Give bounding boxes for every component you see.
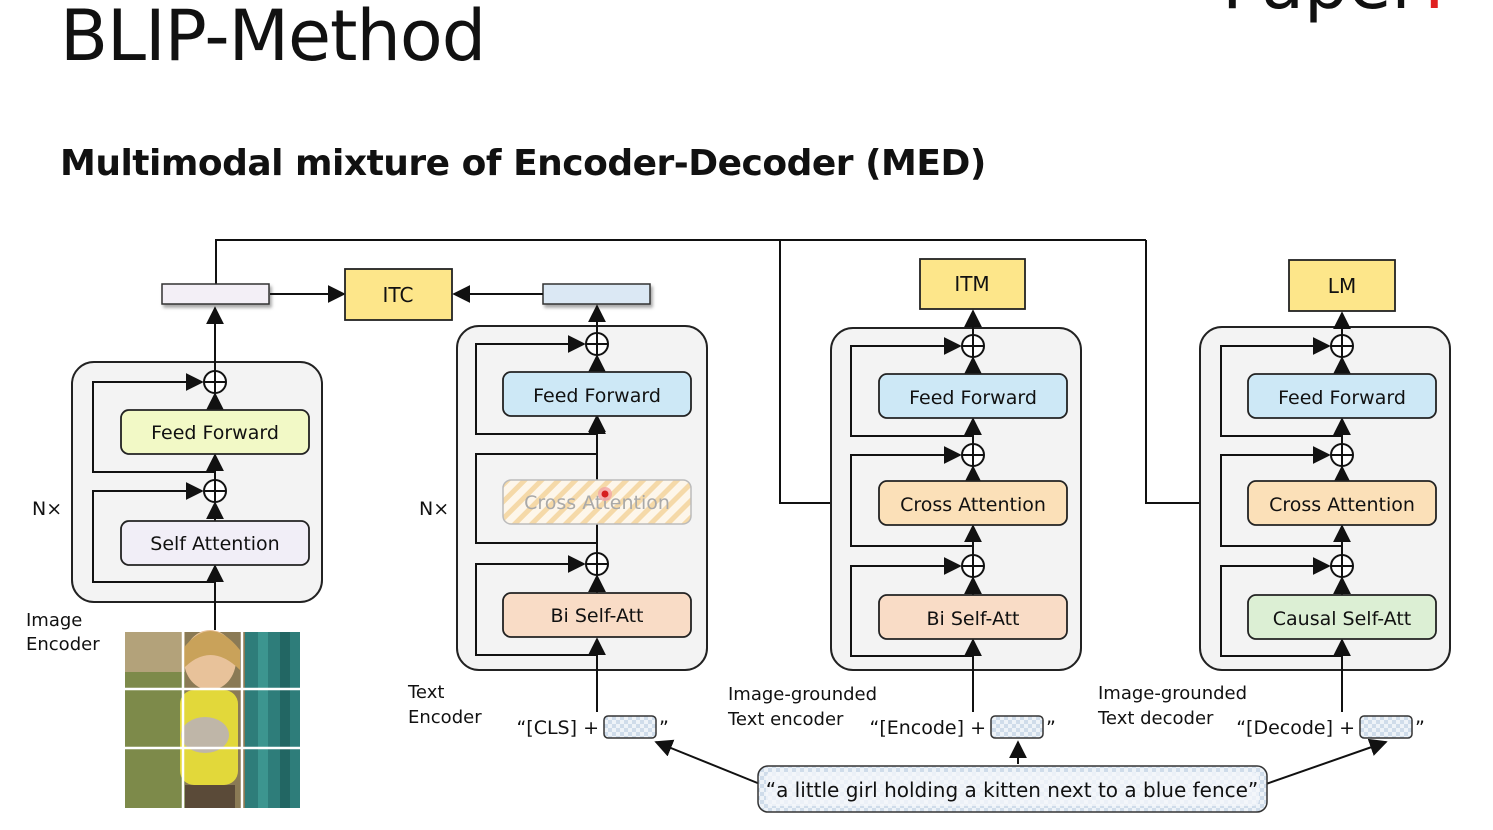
image-feed-forward-block (120, 409, 310, 455)
text-bi-self-att-label: Bi Self-Att (550, 605, 643, 627)
lm-label: LM (1328, 274, 1356, 298)
text-encoder-label-line2: Encoder (408, 707, 482, 728)
text-feed-forward-label: Feed Forward (533, 385, 661, 407)
grounded-encoder-feed-forward-label: Feed Forward (909, 387, 1037, 409)
grounded-encoder-input: “[Encode] + (870, 717, 987, 739)
caption-text: “a little girl holding a kitten next to … (766, 778, 1259, 802)
image-encoder-repeat-label: N× (32, 498, 62, 520)
lm-objective (1288, 259, 1396, 312)
grounded-decoder-input: “[Decode] + (1236, 717, 1355, 739)
slide-title: BLIP-Method (60, 0, 486, 77)
grounded-decoder-label-line2: Text decoder (1097, 708, 1214, 729)
image-encoder-label-line2: Encoder (26, 634, 100, 655)
image-encoder-module (71, 361, 323, 603)
plus-node (585, 552, 609, 576)
image-self-attention-block (120, 520, 310, 566)
text-bi-self-att-block (502, 592, 692, 638)
grounded-decoder-label-line1: Image-grounded (1098, 683, 1247, 704)
plus-node (961, 334, 985, 358)
grounded-decoder-feed-forward-label: Feed Forward (1278, 387, 1406, 409)
image-grounded-text-decoder: Feed Forward Cross Attention Causal Self… (1097, 259, 1451, 739)
grounded-encoder-bi-self-att-block (878, 594, 1068, 640)
text-encoder-repeat-label: N× (419, 498, 449, 520)
image-encoder: Feed Forward Self Attention N× Image Enc… (26, 306, 323, 808)
grounded-encoder-label-line1: Image-grounded (728, 684, 877, 705)
plus-node (961, 554, 985, 578)
cursor-marker-icon (598, 487, 612, 501)
text-encoder-token-slot (603, 715, 657, 739)
image-self-attention-label: Self Attention (150, 533, 279, 555)
text-feature-vector (542, 283, 651, 305)
itm-objective (919, 258, 1026, 310)
grounded-decoder-cross-attention-block (1247, 480, 1437, 526)
text-cross-attention-label: Cross Attention (524, 492, 670, 514)
plus-node (1330, 334, 1354, 358)
grounded-encoder-bi-self-att-label: Bi Self-Att (926, 608, 1019, 630)
grounded-encoder-feed-forward-block (878, 373, 1068, 419)
text-encoder-label-line1: Text (407, 682, 444, 703)
plus-node (203, 479, 227, 503)
grounded-decoder-causal-self-att-label: Causal Self-Att (1273, 608, 1412, 630)
plus-node (1330, 443, 1354, 467)
image-grounded-text-encoder: Feed Forward Cross Attention Bi Self-Att… (727, 258, 1082, 739)
itc-objective (344, 268, 453, 321)
text-encoder-input: “[CLS] + (516, 717, 599, 739)
text-encoder: Feed Forward Cross Attention Bi Self-Att… (407, 304, 708, 739)
input-image (125, 630, 300, 808)
grounded-decoder-feed-forward-block (1247, 373, 1437, 419)
grounded-encoder-token-slot (990, 715, 1044, 739)
itc-label: ITC (383, 283, 414, 307)
grounded-decoder-input-close: ” (1415, 717, 1425, 739)
grounded-decoder-causal-self-att-block (1247, 594, 1437, 640)
text-feed-forward-block (502, 371, 692, 417)
grounded-encoder-label-line2: Text encoder (727, 709, 844, 730)
grounded-decoder-token-slot (1359, 715, 1413, 739)
plus-node (1330, 554, 1354, 578)
slide-subtitle: Multimodal mixture of Encoder-Decoder (M… (60, 143, 986, 184)
image-feature-vector (161, 283, 270, 305)
plus-node (585, 332, 609, 356)
text-encoder-input-close: ” (659, 717, 669, 739)
grounded-encoder-cross-attention-label: Cross Attention (900, 494, 1046, 516)
grounded-encoder-input-close: ” (1046, 717, 1056, 739)
grounded-decoder-cross-attention-label: Cross Attention (1269, 494, 1415, 516)
plus-node (203, 370, 227, 394)
image-feed-forward-label: Feed Forward (151, 422, 279, 444)
image-encoder-label-line1: Image (26, 610, 82, 631)
itm-label: ITM (954, 272, 989, 296)
corner-word-text: Paper (1222, 0, 1420, 25)
grounded-encoder-cross-attention-block (878, 480, 1068, 526)
corner-word: Paper! (1222, 0, 1448, 26)
plus-node (961, 443, 985, 467)
corner-word-accent: ! (1420, 0, 1448, 25)
text-cross-attention-block-disabled (502, 479, 692, 525)
